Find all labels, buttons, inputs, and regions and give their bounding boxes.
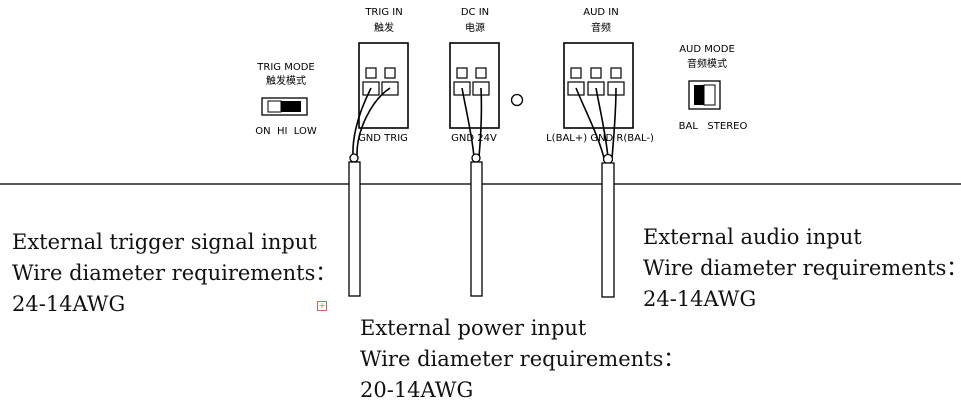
power-description-line1: External power input: [360, 316, 587, 340]
power-description: External power input Wire diameter requi…: [360, 313, 684, 406]
trig-mode-switch[interactable]: [261, 97, 308, 116]
dc-in-terminal-block: [449, 42, 500, 158]
aud-in-title-cn: 音频: [591, 21, 611, 34]
expand-icon[interactable]: +: [317, 301, 327, 311]
trig-in-title: TRIG IN: [364, 7, 402, 18]
aud-mode-title: AUD MODE: [679, 44, 735, 55]
power-description-line3: 20-14AWG: [360, 378, 474, 402]
indicator-hole: [510, 93, 524, 107]
trig-mode-title: TRIG MODE: [256, 62, 314, 73]
trig-mode-title-cn: 触发模式: [266, 74, 306, 87]
audio-description: External audio input Wire diameter requi…: [643, 222, 961, 315]
dc-in-title-cn: 电源: [465, 21, 485, 34]
trig-in-pins: GND TRIG: [358, 133, 408, 144]
aud-in-pins: L(BAL+) GND R(BAL-): [546, 133, 654, 144]
power-description-line2: Wire diameter requirements：: [360, 347, 685, 371]
trig-mode-options: ON HI LOW: [255, 126, 317, 137]
dc-in-pins: GND 24V: [451, 133, 497, 144]
aud-mode-switch[interactable]: [688, 80, 721, 110]
aud-mode-options: BAL STEREO: [679, 121, 748, 132]
audio-description-line2: Wire diameter requirements：: [643, 256, 961, 280]
trigger-description-line2: Wire diameter requirements：: [12, 261, 337, 285]
trig-in-terminal-block: [352, 42, 409, 158]
trigger-description-line1: External trigger signal input: [12, 230, 317, 254]
aud-in-terminal-block: [563, 42, 634, 159]
trigger-description: External trigger signal input Wire diame…: [12, 227, 336, 320]
aud-mode-title-cn: 音频模式: [687, 57, 727, 70]
power-cable: [470, 153, 483, 297]
trig-in-title-cn: 触发: [374, 21, 394, 34]
audio-description-line1: External audio input: [643, 225, 862, 249]
dc-in-title: DC IN: [461, 7, 489, 18]
trigger-cable: [348, 153, 361, 297]
audio-description-line3: 24-14AWG: [643, 287, 757, 311]
audio-cable: [601, 153, 615, 298]
trigger-description-line3: 24-14AWG: [12, 292, 126, 316]
aud-in-title: AUD IN: [583, 7, 618, 18]
